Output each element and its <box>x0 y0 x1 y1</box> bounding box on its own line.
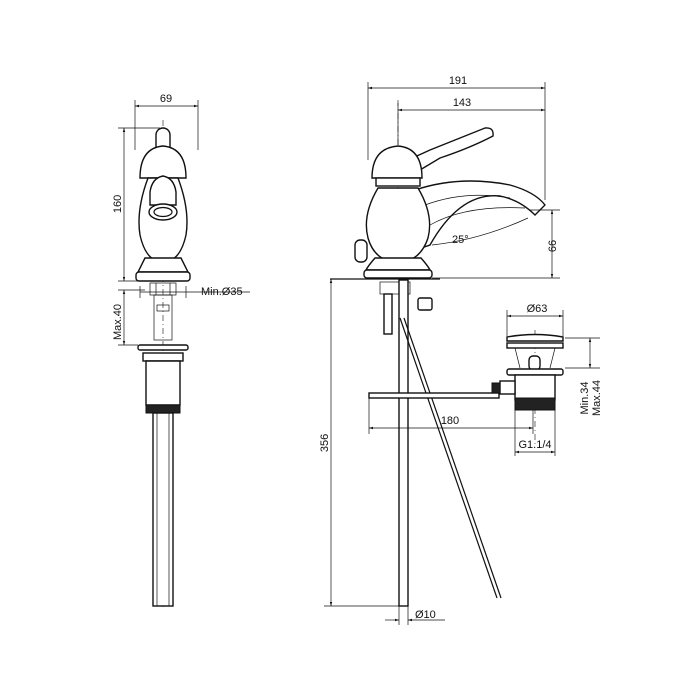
dim-max-height: Max.44 <box>591 380 603 416</box>
dim-pipe-diameter: Ø10 <box>415 609 436 621</box>
waste-view: Ø63 Min.34 Max.44 G1.1/4 <box>491 303 603 456</box>
dim-width: 69 <box>160 93 172 105</box>
dim-max-deck: Max.40 <box>112 304 124 340</box>
dim-rod-length: 180 <box>441 415 459 427</box>
dim-pipe-length: 356 <box>319 434 331 452</box>
front-view: 69 160 Min.Ø35 Max.40 <box>112 93 250 610</box>
dim-min-height: Min.34 <box>579 381 591 414</box>
dim-spout-reach: 143 <box>453 97 471 109</box>
dim-height: 160 <box>112 195 124 213</box>
dim-spout-angle: 25° <box>452 234 469 246</box>
dim-flange-diameter: Ø63 <box>527 303 548 315</box>
dim-thread: G1.1/4 <box>518 439 551 451</box>
side-view: 191 143 25° 66 180 356 Ø10 <box>319 75 560 625</box>
dim-overall-length: 191 <box>449 75 467 87</box>
dim-min-hole: Min.Ø35 <box>201 286 243 298</box>
dim-spout-height: 66 <box>547 240 559 252</box>
